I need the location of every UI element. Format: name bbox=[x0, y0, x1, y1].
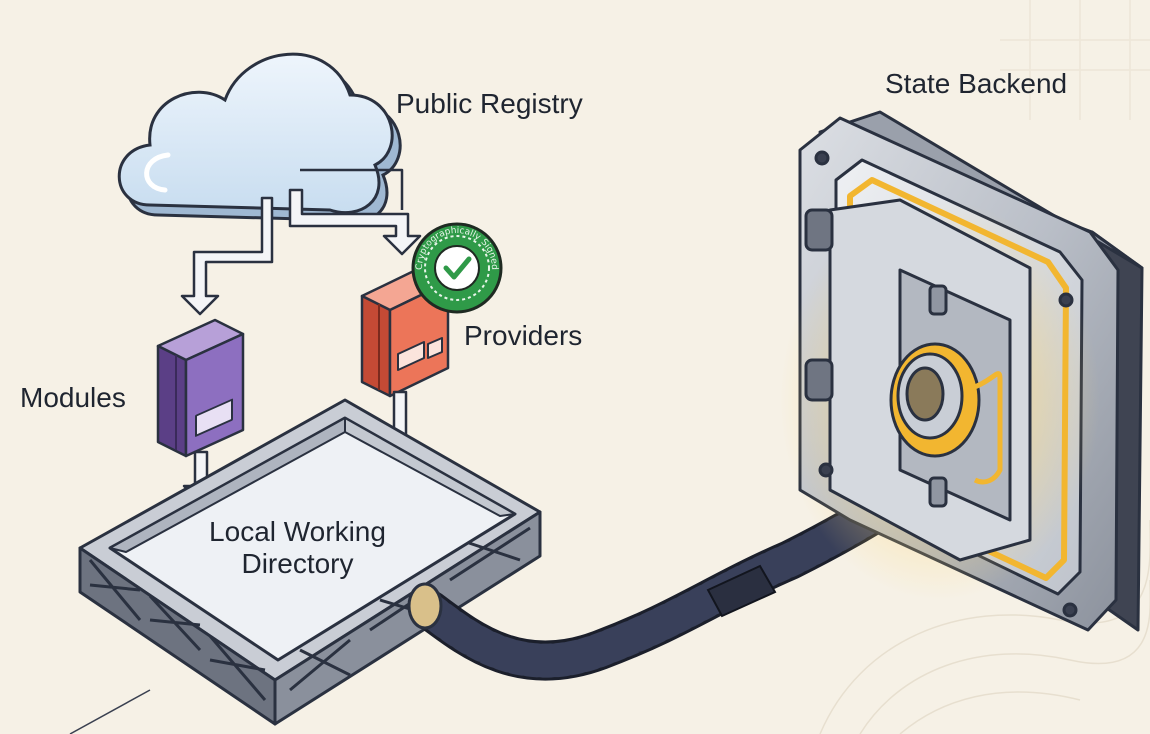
arrow-to-modules bbox=[180, 196, 274, 316]
label-local-working-directory: Local Working Directory bbox=[190, 516, 405, 580]
vault-icon bbox=[780, 110, 1144, 632]
ground-line bbox=[69, 689, 151, 734]
directory-tray-icon bbox=[78, 398, 542, 726]
cloud-icon bbox=[117, 52, 402, 225]
label-state-backend: State Backend bbox=[885, 68, 1068, 99]
background-contours bbox=[819, 0, 1150, 734]
arrow-to-providers bbox=[288, 168, 422, 256]
label-local-working-directory-line1: Local Working bbox=[209, 516, 386, 547]
cable-connector-left bbox=[407, 582, 443, 630]
signed-badge-icon: Cryptographically Signed bbox=[411, 222, 503, 314]
modules-package-icon bbox=[156, 318, 245, 458]
check-icon bbox=[443, 256, 472, 280]
label-modules: Modules bbox=[20, 382, 126, 413]
label-local-working-directory-line2: Directory bbox=[241, 548, 354, 579]
label-providers: Providers bbox=[464, 320, 583, 351]
label-public-registry: Public Registry bbox=[396, 88, 583, 119]
